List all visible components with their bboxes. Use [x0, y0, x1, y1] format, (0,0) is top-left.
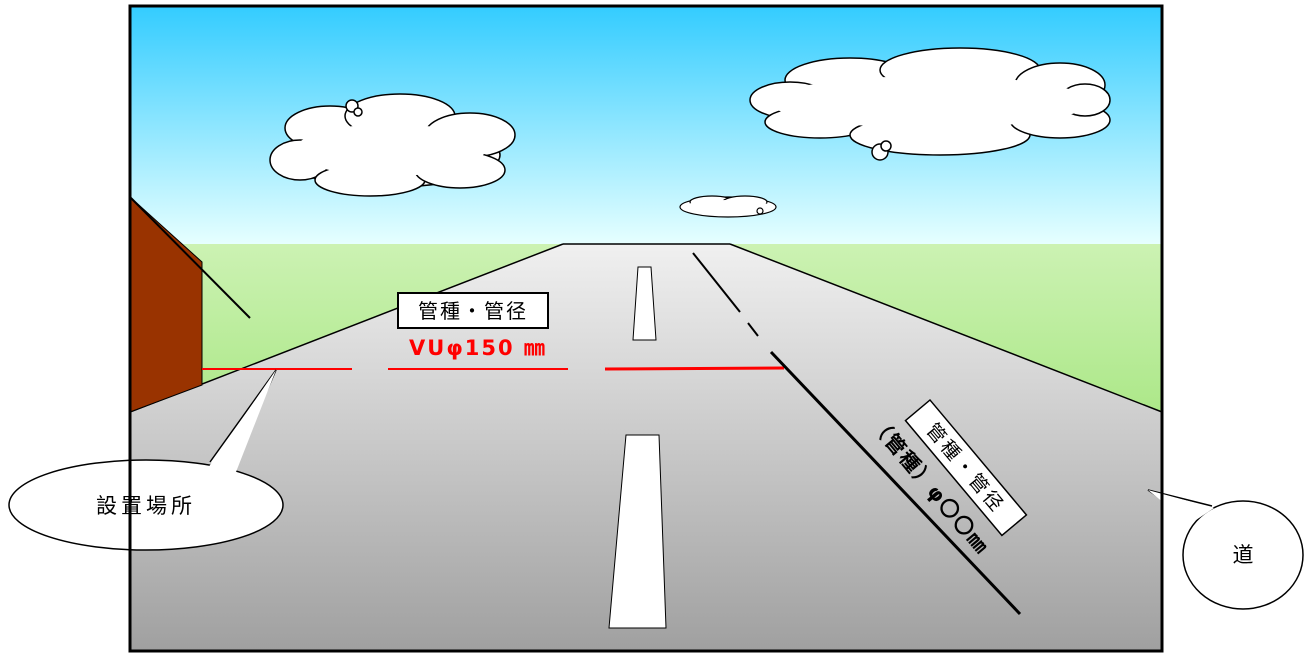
lane-marking-far — [632, 266, 657, 341]
pipe-spec-label: VUφ150 ㎜ — [409, 336, 547, 360]
location-callout: 設置場所 — [8, 369, 284, 551]
diagonal-pipe-line — [692, 252, 1022, 616]
pipe-type-label-box — [397, 292, 549, 329]
road-callout-text: 道 — [1233, 543, 1254, 567]
road-edge-right — [729, 243, 1163, 413]
cloud-right — [749, 47, 1111, 161]
pipe-type-label: 管種・管径 — [418, 299, 528, 323]
location-callout-text: 設置場所 — [96, 494, 196, 518]
pipe-route-line — [202, 366, 785, 371]
road-callout: 道 — [1147, 489, 1304, 610]
cloud-small — [679, 195, 777, 218]
building-roof-line — [129, 196, 251, 319]
lane-marking-near — [608, 434, 667, 629]
diagram-frame — [128, 4, 1164, 653]
cloud-left — [269, 93, 516, 197]
diagonal-label-box — [904, 398, 1028, 537]
